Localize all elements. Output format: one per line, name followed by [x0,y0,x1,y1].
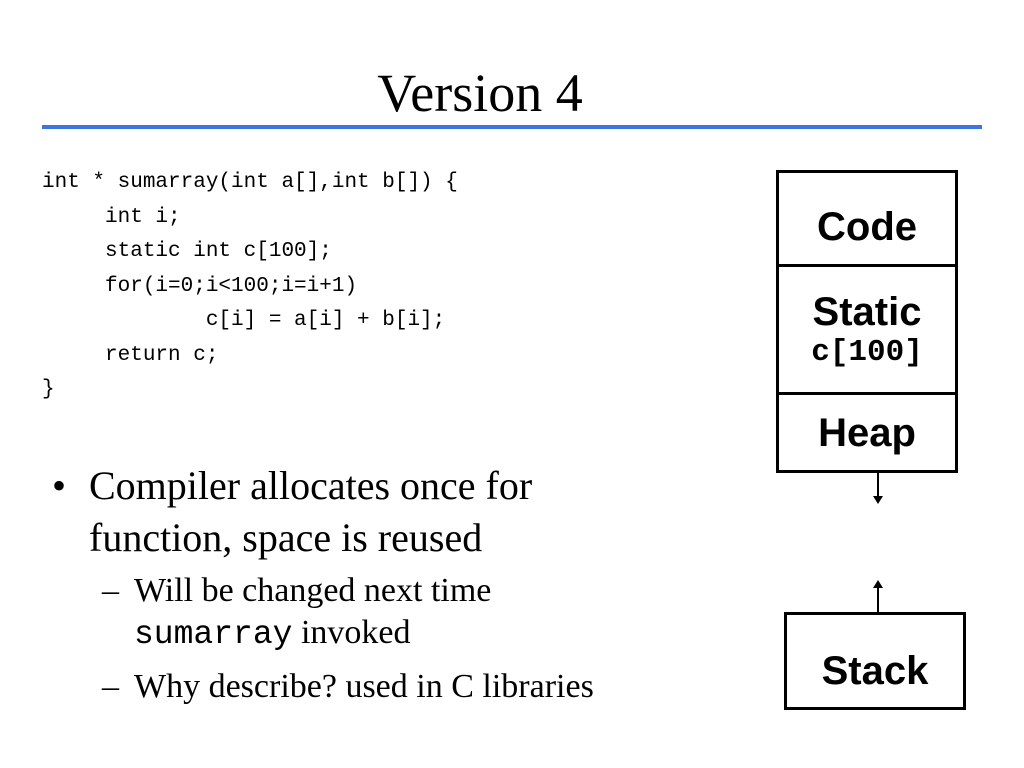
code-segment-label: Code [817,204,917,249]
static-segment-label: Static [812,289,922,334]
memory-layout-box: Code Static c[100] Heap [776,170,958,473]
bullet-item: • Compiler allocates once for function, … [52,460,649,564]
code-line: return c; [42,343,219,367]
code-line: for(i=0;i<100;i=i+1) [42,274,358,298]
code-line: int * sumarray(int a[],int b[]) { [42,171,458,194]
bullet-marker: • [52,463,67,508]
slide-title: Version 4 [377,63,583,123]
stack-segment-label: Stack [821,649,929,693]
title-underline [42,125,982,129]
static-segment: Static c[100] [779,267,955,395]
heap-growth-arrow [873,470,883,504]
static-variable-label: c[100] [811,334,923,370]
code-block: int * sumarray(int a[],int b[]) { int i;… [42,166,458,408]
sub-bullet-item: – Why describe? used in C libraries [52,666,692,708]
heap-segment-label: Heap [818,410,916,455]
sub-bullet-text-end: invoked [300,614,411,651]
sub-bullet-text: Why describe? used in C libraries [134,668,594,705]
dash-marker: – [102,572,119,609]
sub-bullet-text: Will be changed next time [134,572,492,609]
code-line: } [42,378,55,401]
heap-segment: Heap [779,395,955,470]
code-line: c[i] = a[i] + b[i]; [42,309,446,332]
dash-marker: – [102,668,119,705]
stack-growth-arrow [873,580,883,614]
function-name-code: sumarray [134,616,293,653]
sub-bullet-item: – Will be changed next time sumarray inv… [52,570,692,656]
bullet-text: Compiler allocates once for function, sp… [89,463,533,560]
stack-segment: Stack [784,612,966,710]
bullet-list: • Compiler allocates once for function, … [52,460,692,708]
code-line: static int c[100]; [42,240,332,263]
code-segment: Code [779,173,955,267]
code-line: int i; [42,205,181,229]
